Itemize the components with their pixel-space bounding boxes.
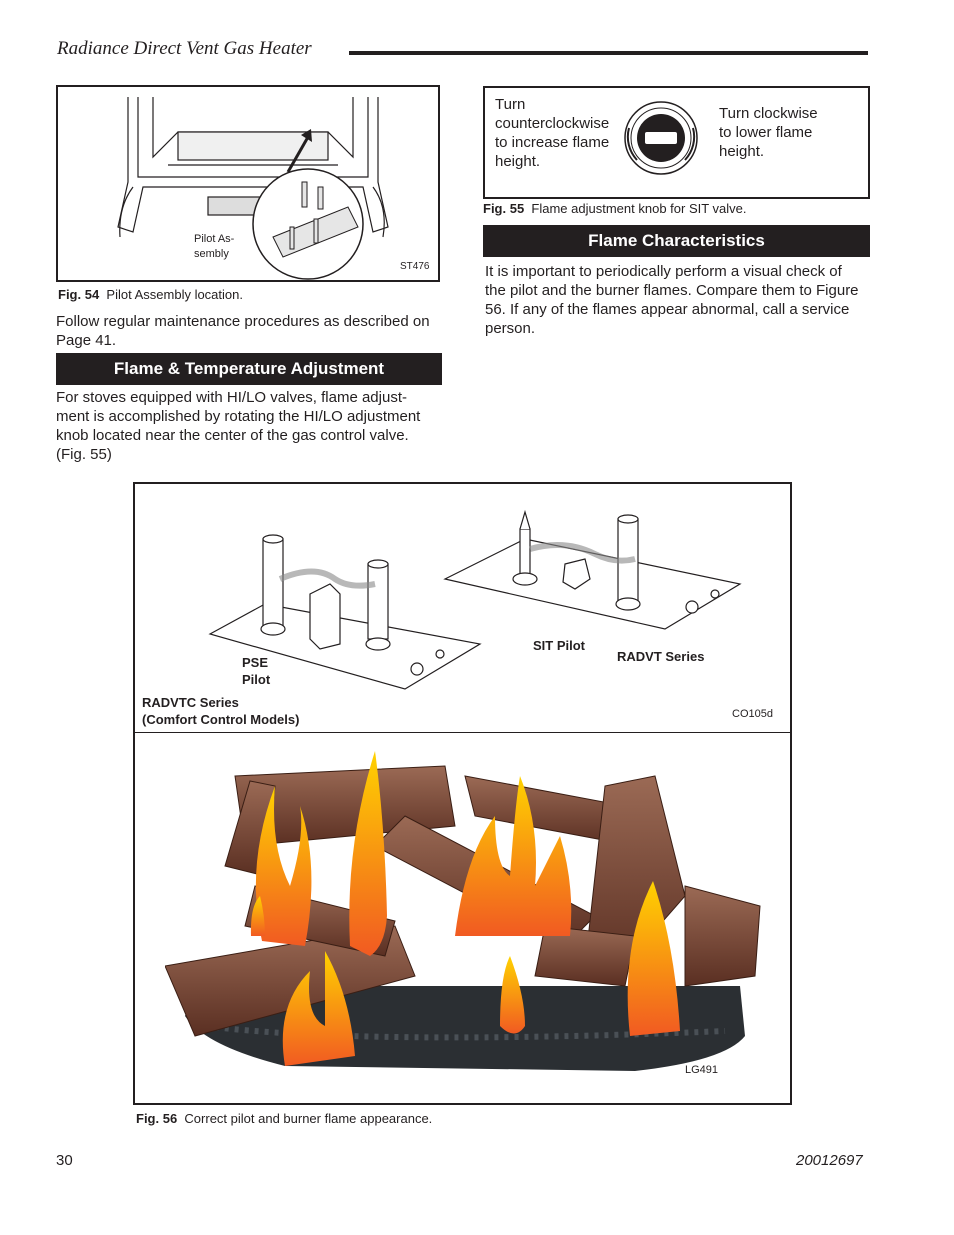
fig56-figure: PSE Pilot SIT Pilot RADVT Series RADVTC … (133, 482, 792, 1105)
fig55-caption: Fig. 55 Flame adjustment knob for SIT va… (483, 201, 747, 216)
fig55-right-text: Turn clockwise to lower flame height. (719, 105, 818, 160)
pilot-assembly-label: Pilot As-sembly (194, 233, 235, 260)
pilot-assembly-illustration: Pilot As-sembly ST476 (117, 97, 430, 280)
pilot-comparison-illustration (208, 509, 742, 690)
hi-lo-knob-icon (624, 101, 698, 175)
pse-pilot-label: PSE Pilot (242, 655, 271, 687)
radvt-series-label: RADVT Series (617, 649, 705, 664)
fig56-code-bottom: LG491 (685, 1064, 719, 1076)
flame-temp-paragraph: For stoves equipped with HI/LO valves, f… (56, 389, 421, 463)
page-header-title: Radiance Direct Vent Gas Heater (57, 38, 312, 59)
flame-characteristics-heading: Flame Characteristics (483, 225, 870, 257)
page-number: 30 (56, 1152, 73, 1169)
fig56-caption: Fig. 56 Correct pilot and burner flame a… (136, 1111, 433, 1126)
document-number: 20012697 (796, 1152, 863, 1169)
fig55-figure: Turn counterclockwise to increase flame … (483, 86, 870, 199)
flame-characteristics-paragraph: It is important to periodically perform … (485, 263, 859, 337)
fig55-left-text: Turn counterclockwise to increase flame … (495, 96, 610, 170)
flame-temp-heading: Flame & Temperature Adjustment (56, 353, 442, 385)
maintenance-paragraph: Follow regular maintenance procedures as… (56, 313, 430, 349)
fig54-code: ST476 (400, 261, 430, 272)
header-rule (349, 51, 868, 55)
burner-flames-illustration (165, 751, 761, 1071)
radvtc-series-label: RADVTC Series (Comfort Control Models) (142, 695, 300, 727)
fig54-caption: Fig. 54 Pilot Assembly location. (58, 287, 243, 302)
sit-pilot-label: SIT Pilot (533, 638, 585, 653)
fig56-divider (135, 732, 790, 733)
fig56-code-top: CO105d (732, 708, 773, 720)
fig54-figure: Pilot As-sembly ST476 (56, 85, 440, 282)
